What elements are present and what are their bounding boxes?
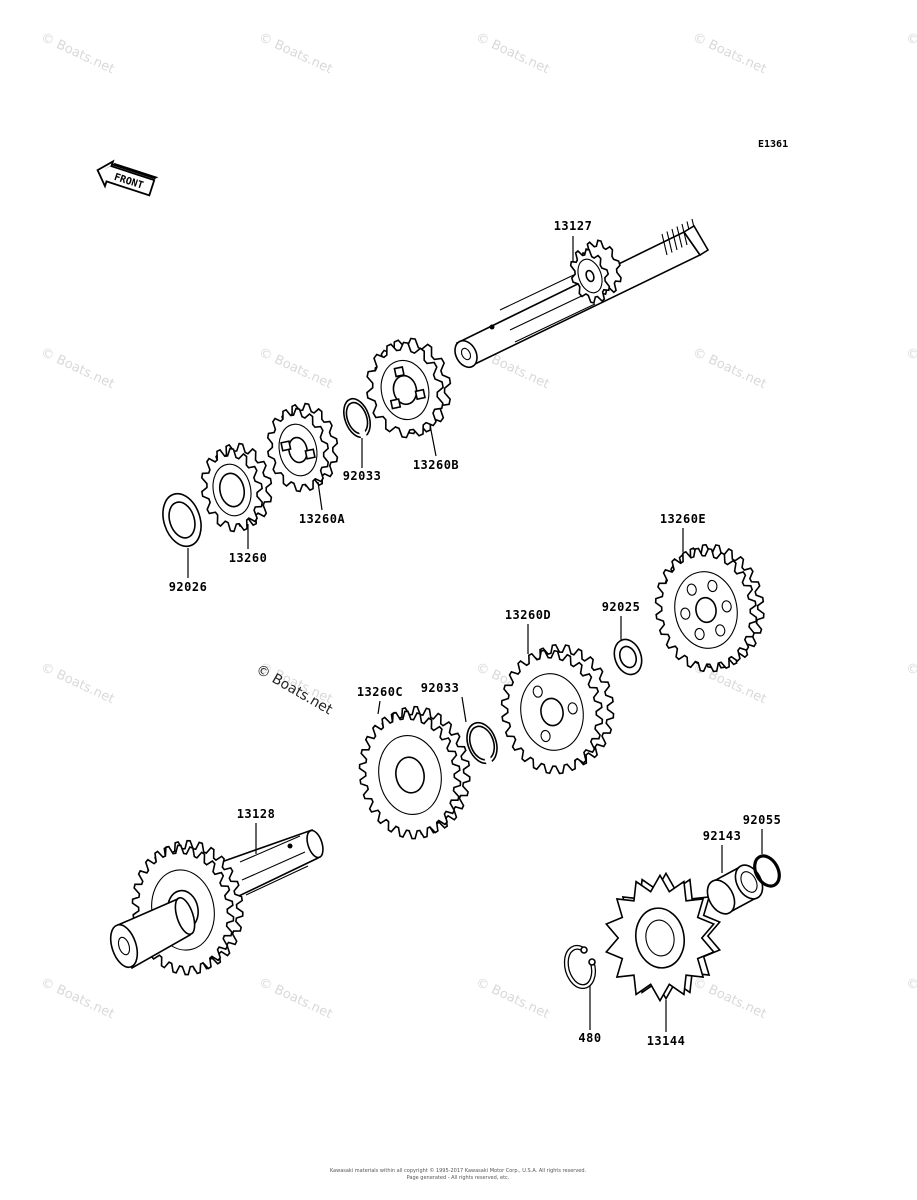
leader-line-13260a [317, 481, 323, 511]
part-number-label-92143[interactable]: 92143 [703, 829, 742, 843]
watermark-text: © Boats.net [256, 975, 334, 1022]
watermark-text: © Boats.net [256, 345, 334, 392]
part-13260B-gear-drawing[interactable] [357, 331, 459, 444]
part-number-label-13128[interactable]: 13128 [237, 807, 276, 821]
part-label-layer: 13127 13260B 92033 13260A 13260 92026 13260E 92… [169, 219, 782, 1048]
watermark-text: © Boats.net [38, 975, 116, 1022]
part-92033-lower-circlip-drawing[interactable] [462, 718, 503, 769]
copyright-line-2: Page generated - All rights reserved, et… [407, 1175, 510, 1181]
watermark-text: © Boats.net [38, 660, 116, 707]
part-480-circlip-drawing[interactable] [563, 944, 596, 990]
watermark-text: © Boats.net [690, 30, 768, 77]
part-number-label-13260d[interactable]: 13260D [505, 608, 551, 622]
watermark-text: © Boats.net [903, 660, 917, 707]
part-13260D-gear-drawing[interactable] [491, 637, 623, 782]
part-13260C-gear-drawing[interactable] [349, 699, 480, 847]
watermark-text: © Boats.net [473, 30, 551, 77]
part-13260-gear-drawing[interactable] [193, 438, 279, 537]
part-number-label-13260b[interactable]: 13260B [413, 458, 459, 472]
part-number-label-92033[interactable]: 92033 [421, 681, 460, 695]
part-13260E-gear-drawing[interactable] [646, 537, 774, 680]
watermark-text: © Boats.net [903, 30, 917, 77]
leader-line-13260c [377, 700, 381, 715]
watermark-text: © Boats.net [903, 345, 917, 392]
part-13260A-gear-drawing[interactable] [259, 398, 345, 497]
part-number-label-92025[interactable]: 92025 [602, 600, 641, 614]
part-13128-drive-shaft-drawing[interactable] [106, 828, 326, 983]
part-number-label-13260e[interactable]: 13260E [660, 512, 706, 526]
part-number-label-13260c[interactable]: 13260C [357, 685, 403, 699]
part-13127-output-shaft-drawing[interactable] [451, 218, 710, 371]
watermark-text: © Boats.net [903, 975, 917, 1022]
watermark-text: © Boats.net [690, 975, 768, 1022]
part-number-label-92033[interactable]: 92033 [343, 469, 382, 483]
part-number-label-480[interactable]: 480 [578, 1031, 601, 1045]
part-number-label-13260[interactable]: 13260 [229, 551, 268, 565]
part-92025-washer-drawing[interactable] [610, 636, 647, 679]
part-number-label-13260a[interactable]: 13260A [299, 512, 346, 526]
watermark-text: © Boats.net [256, 30, 334, 77]
part-92026-washer-drawing[interactable] [157, 489, 208, 551]
part-number-label-13127[interactable]: 13127 [554, 219, 593, 233]
part-number-label-92026[interactable]: 92026 [169, 580, 208, 594]
watermark-text: © Boats.net [690, 345, 768, 392]
reference-code: E1361 [758, 139, 788, 150]
watermark-text: © Boats.net [38, 30, 116, 77]
part-92033-circlip-drawing[interactable] [339, 395, 376, 443]
watermark-text: © Boats.net [473, 975, 551, 1022]
part-92055-o-ring-drawing[interactable] [750, 852, 784, 891]
part-number-label-13144[interactable]: 13144 [647, 1034, 686, 1048]
front-arrow-icon: FRONT [96, 159, 159, 197]
leader-line-13260b [429, 424, 437, 457]
leader-line-92033 [461, 696, 467, 723]
part-13144-sprocket-drawing[interactable] [604, 871, 722, 1003]
part-number-label-92055[interactable]: 92055 [743, 813, 782, 827]
part-92143-collar-drawing[interactable] [702, 860, 768, 918]
watermark-text: © Boats.net [38, 345, 116, 392]
copyright-line-1: Kawasaki materials within all copyright … [330, 1167, 587, 1174]
